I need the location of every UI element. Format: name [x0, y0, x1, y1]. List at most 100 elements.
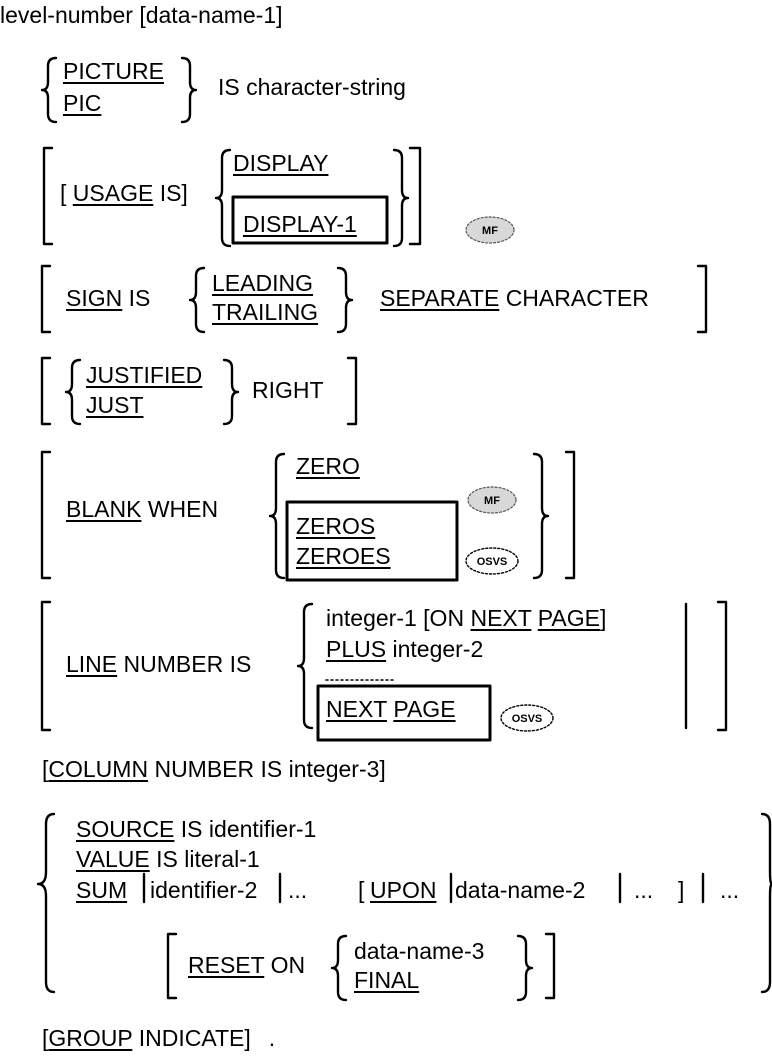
blank-kw: BLANK [66, 496, 142, 522]
plus-kw: PLUS [326, 636, 387, 662]
reset-final: FINAL [354, 967, 419, 993]
right-brace [336, 266, 354, 334]
left-bracket [40, 356, 52, 426]
source-line: SOURCE IS identifier-1 [76, 816, 316, 842]
value-kw: VALUE [76, 846, 150, 872]
integer1-text: integer-1 [ON [326, 605, 471, 631]
sign-is: IS [128, 285, 151, 311]
line-opt-plus: PLUS integer-2 [326, 636, 483, 662]
left-brace [188, 266, 206, 334]
page-kw-2: PAGE [393, 696, 456, 722]
group-rest: INDICATE] [132, 1025, 251, 1051]
sum-keyword: SUM [76, 877, 127, 903]
usage-clause: [ USAGE IS] [60, 180, 188, 206]
sum-identifier: identifier-2 [150, 877, 258, 903]
line-number-clause: LINE NUMBER IS [66, 651, 251, 677]
next-kw-2: NEXT [326, 696, 387, 722]
left-bracket [42, 146, 54, 246]
osvs-label: OSVS [477, 556, 508, 568]
blank-zero: ZERO [296, 453, 360, 479]
right-bracket [408, 146, 422, 246]
group-indicate-clause: [GROUP INDICATE]. [42, 1025, 275, 1051]
right-brace [180, 56, 198, 124]
left-bracket [40, 264, 52, 334]
pic-kw: PIC [63, 90, 102, 116]
usage-display-1: DISPLAY-1 [243, 211, 357, 237]
number-is-text: NUMBER IS [123, 651, 252, 677]
group-period: . [268, 1025, 276, 1051]
sign-kw: SIGN [66, 285, 123, 311]
column-clause: [COLUMN NUMBER IS integer-3] [42, 756, 386, 782]
left-bracket [40, 600, 52, 732]
mf-badge-usage: MF [465, 216, 515, 244]
page-kw-1: PAGE [537, 605, 600, 631]
sum-kw: SUM [76, 877, 128, 903]
left-brace [214, 148, 232, 248]
upon-close: ] [678, 877, 685, 903]
right-bracket [716, 600, 728, 732]
header-line: level-number [data-name-1] [0, 2, 283, 28]
next-page-box [316, 684, 492, 742]
reset-on: ON [264, 952, 306, 978]
left-brace [268, 452, 286, 580]
blank-zeroes: ZEROES [296, 543, 391, 569]
source-rest: IS identifier-1 [174, 816, 317, 842]
sum-ellipsis: ... [288, 877, 308, 903]
value-rest: IS literal-1 [149, 846, 260, 872]
left-bracket [40, 450, 52, 580]
line-kw: LINE [66, 651, 118, 677]
leading-kw: LEADING [212, 270, 313, 296]
right-bracket [564, 450, 576, 580]
right-bracket [696, 264, 708, 334]
usage-display1-kw: DISPLAY-1 [243, 211, 357, 237]
usage-kw: USAGE [72, 180, 154, 206]
upon-dataname: data-name-2 [455, 877, 586, 903]
mf-label: MF [484, 495, 500, 507]
left-brace [330, 934, 348, 1002]
sign-separate: SEPARATE CHARACTER [380, 285, 649, 311]
when-text: WHEN [147, 496, 219, 522]
reset-clause: RESET ON [188, 952, 305, 978]
value-line: VALUE IS literal-1 [76, 846, 260, 872]
group-kw: GROUP [48, 1025, 133, 1051]
separate-kw: SEPARATE [380, 285, 500, 311]
upon-kw: UPON [370, 877, 437, 903]
right-bracket [544, 932, 556, 1000]
zeros-box [285, 500, 459, 582]
picture-kw: PICTURE [63, 58, 164, 84]
justified-kw: JUSTIFIED [86, 362, 203, 388]
left-brace [64, 358, 82, 426]
upon-ellipsis: ... [634, 877, 654, 903]
usage-display: DISPLAY [233, 150, 328, 176]
left-brace [36, 812, 56, 994]
line-opt-integer1: integer-1 [ON NEXT PAGE] [326, 605, 606, 631]
column-open: [ [42, 756, 49, 782]
blank-zeros: ZEROS [296, 513, 375, 539]
right-text: RIGHT [252, 377, 324, 403]
integer2-text: integer-2 [386, 636, 484, 662]
right-bracket [346, 356, 358, 426]
source-kw: SOURCE [76, 816, 175, 842]
usage-is: IS] [159, 180, 188, 206]
next-kw-1: NEXT [470, 605, 532, 631]
mf-badge-blank: MF [467, 486, 517, 514]
sign-leading: LEADING [212, 270, 313, 296]
osvs-badge-line: OSVS [500, 704, 554, 732]
line-opt-next-page: NEXT PAGE [326, 696, 456, 722]
mf-label: MF [482, 225, 498, 237]
right-brace [222, 358, 240, 426]
upon-keyword: UPON [370, 877, 436, 903]
osvs-badge-blank: OSVS [465, 547, 519, 575]
zeroes-kw: ZEROES [296, 543, 391, 569]
right-brace [392, 148, 410, 248]
usage-display-kw: DISPLAY [233, 150, 329, 176]
column-kw: COLUMN [48, 756, 149, 782]
reset-dataname3: data-name-3 [354, 938, 485, 964]
opt1-close: ] [600, 605, 607, 631]
column-rest: NUMBER IS integer-3] [148, 756, 386, 782]
picture-text: IS character-string [218, 74, 406, 100]
right-brace [760, 812, 772, 994]
blank-clause: BLANK WHEN [66, 496, 218, 522]
